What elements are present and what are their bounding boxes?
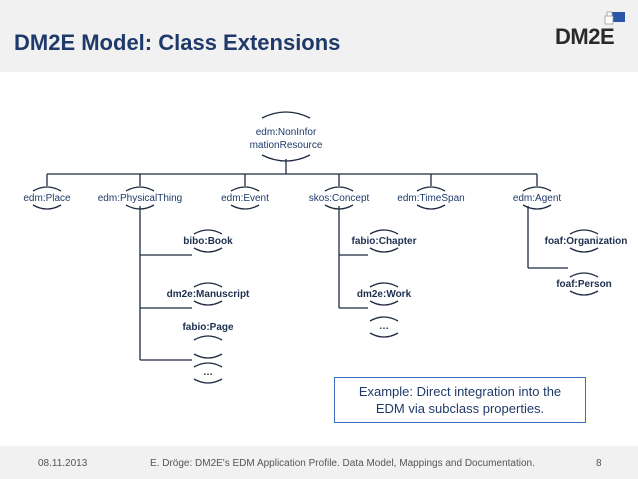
node-timespan: edm:TimeSpan xyxy=(397,193,465,204)
slide-title: DM2E Model: Class Extensions xyxy=(14,30,341,55)
node-person: foaf:Person xyxy=(556,279,612,290)
node-root: edm:NonInfor mationResource xyxy=(236,126,336,152)
connector-lines xyxy=(46,159,568,361)
node-physical-more: … xyxy=(203,367,213,378)
node-concept: skos:Concept xyxy=(308,193,370,204)
node-manuscript: dm2e:Manuscript xyxy=(166,289,250,300)
class-hierarchy-diagram xyxy=(32,111,599,384)
node-organization: foaf:Organization xyxy=(544,236,628,247)
example-callout: Example: Direct integration into the EDM… xyxy=(334,377,586,423)
node-agent: edm:Agent xyxy=(512,193,562,204)
logo-text: DM2E xyxy=(555,24,615,49)
dm2e-logo: DM2E xyxy=(555,11,629,50)
node-physical-thing: edm:PhysicalThing xyxy=(97,193,183,204)
callout-line1: Example: Direct integration into the xyxy=(358,384,562,399)
header-band xyxy=(0,0,638,72)
node-work: dm2e:Work xyxy=(356,289,412,300)
node-page: fabio:Page xyxy=(182,322,234,333)
node-place: edm:Place xyxy=(23,193,71,204)
footer-band xyxy=(0,446,638,479)
footer-date: 08.11.2013 xyxy=(38,458,88,469)
node-event: edm:Event xyxy=(221,193,269,204)
node-root-line2: mationResource xyxy=(249,140,323,151)
callout-line2: EDM via subclass properties. xyxy=(375,401,545,416)
callout-text: Example: Direct integration into the EDM… xyxy=(335,383,585,417)
node-arcs xyxy=(32,111,599,384)
node-book: bibo:Book xyxy=(183,236,233,247)
node-root-line1: edm:NonInfor xyxy=(255,127,317,138)
footer-page-number: 8 xyxy=(596,458,602,469)
node-concept-more: … xyxy=(379,321,389,332)
node-chapter: fabio:Chapter xyxy=(351,236,417,247)
footer-citation: E. Dröge: DM2E's EDM Application Profile… xyxy=(150,458,535,469)
eu-flag-icon xyxy=(604,11,625,25)
